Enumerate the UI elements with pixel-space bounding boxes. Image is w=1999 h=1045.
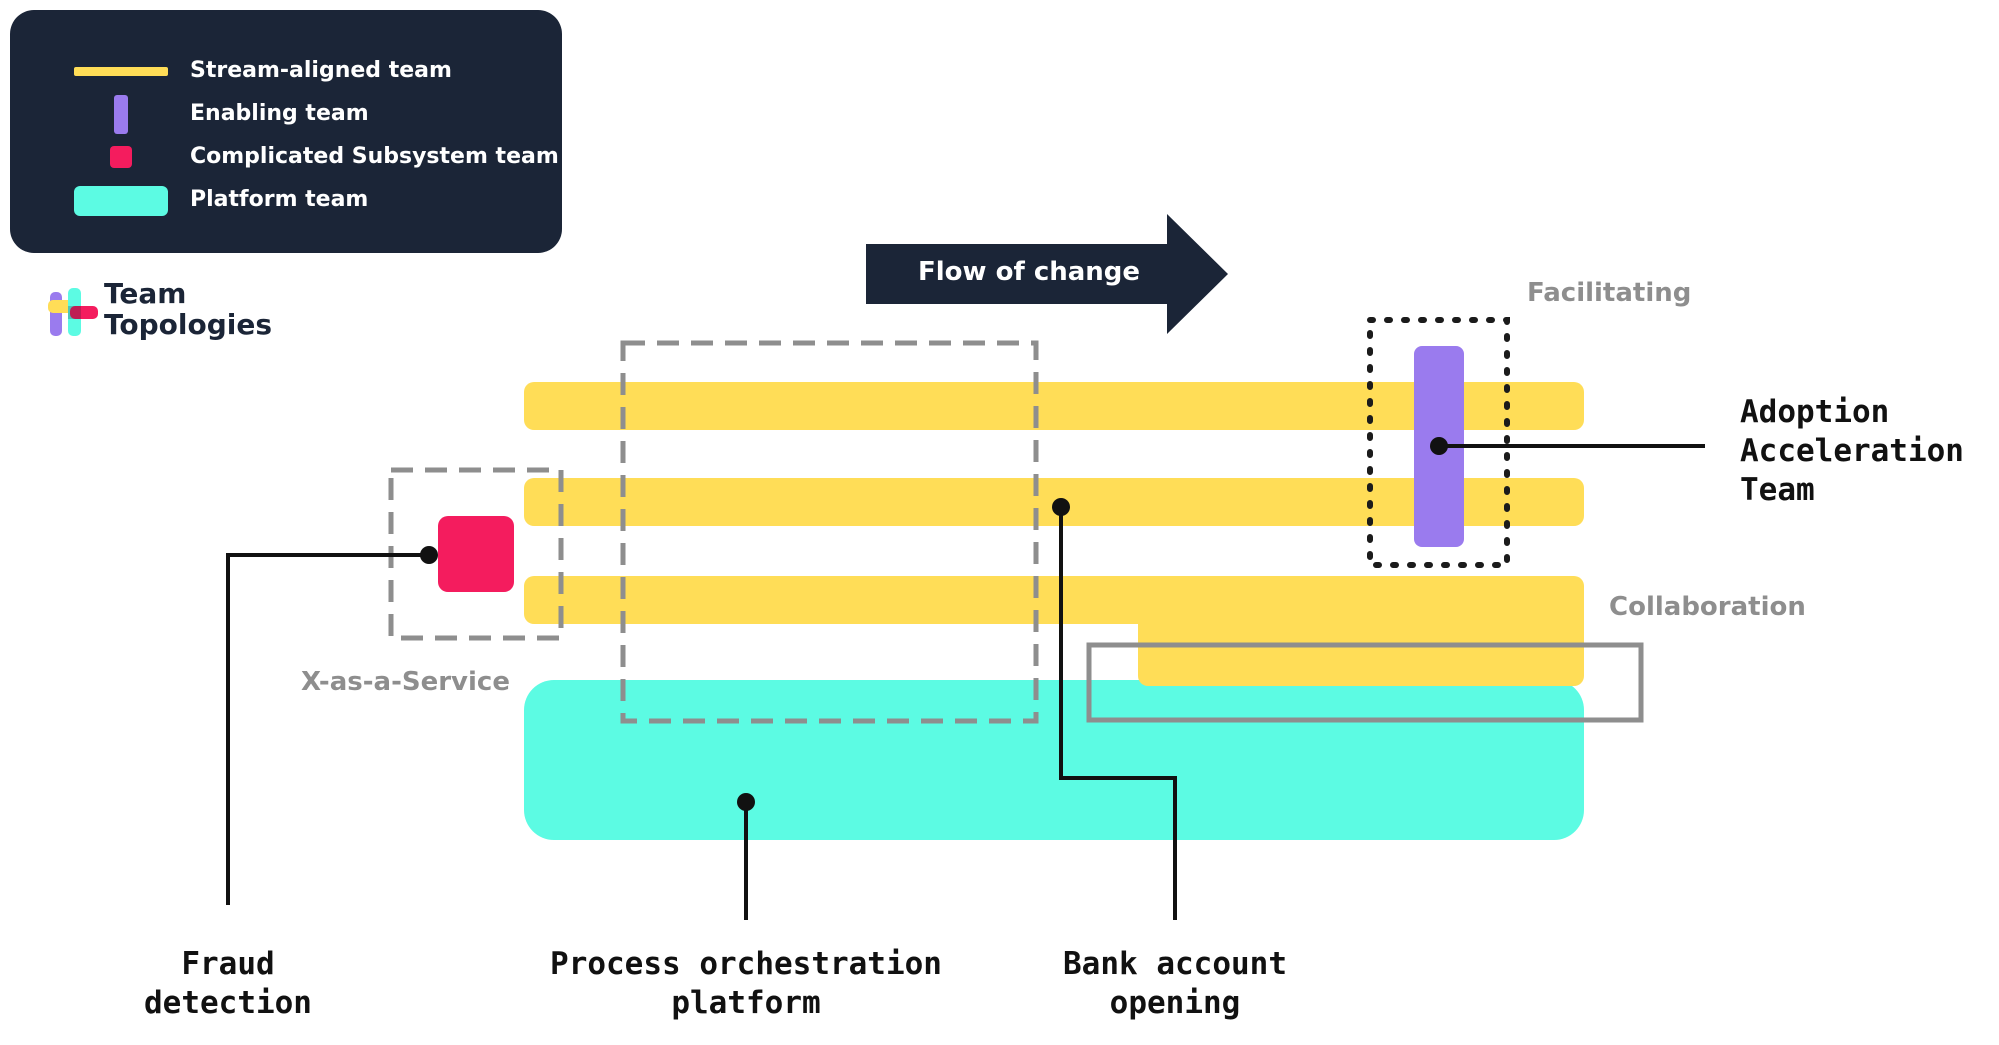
fraud-line-2: detection bbox=[144, 985, 312, 1021]
bank-account-dot bbox=[1052, 498, 1070, 516]
adoption-acceleration-team-label: Adoption Acceleration Team bbox=[1740, 393, 1964, 510]
collaboration-boundary bbox=[1086, 642, 1644, 723]
process-line-1: Process orchestration bbox=[550, 946, 942, 982]
platform-team-process-orchestration bbox=[524, 680, 1584, 840]
team-topologies-logo-icon bbox=[48, 288, 98, 336]
logo-line-1: Team bbox=[104, 277, 187, 310]
adoption-line-2: Acceleration bbox=[1740, 433, 1964, 469]
adoption-acceleration-dot bbox=[1430, 437, 1448, 455]
legend-label: Enabling team bbox=[190, 101, 369, 126]
team-topologies-logo: Team Topologies bbox=[48, 278, 288, 346]
stream-aligned-team-3-collaboration-extension bbox=[1138, 578, 1584, 686]
fraud-line-1: Fraud bbox=[181, 946, 275, 982]
stream-aligned-swatch-icon bbox=[74, 67, 168, 76]
adoption-line-3: Team bbox=[1740, 472, 1815, 508]
legend-item-enabling: Enabling team bbox=[62, 95, 532, 135]
facilitating-label: Facilitating bbox=[1527, 278, 1692, 308]
logo-text: Team Topologies bbox=[104, 278, 272, 340]
adoption-line-1: Adoption bbox=[1740, 394, 1890, 430]
flow-of-change-label: Flow of change bbox=[918, 257, 1141, 287]
bank-line-2: opening bbox=[1109, 985, 1241, 1021]
complicated-subsystem-team-fraud-detection bbox=[438, 516, 514, 592]
bank-line-1: Bank account bbox=[1063, 946, 1287, 982]
fraud-detection-dot bbox=[420, 546, 438, 564]
logo-line-2: Topologies bbox=[104, 308, 273, 341]
process-orchestration-dot bbox=[737, 793, 755, 811]
legend-item-complicated-subsystem: Complicated Subsystem team bbox=[62, 138, 559, 178]
bank-account-opening-label: Bank account opening bbox=[1040, 945, 1310, 1023]
complicated-subsystem-swatch-icon bbox=[110, 146, 132, 168]
xaas-label: X-as-a-Service bbox=[301, 667, 510, 697]
bank-account-connector bbox=[1059, 507, 1177, 920]
fraud-detection-connector bbox=[226, 553, 429, 905]
stream-aligned-team-1 bbox=[524, 382, 1584, 430]
legend-label: Platform team bbox=[190, 187, 369, 212]
platform-swatch-icon bbox=[74, 186, 168, 216]
legend-label: Complicated Subsystem team bbox=[190, 144, 559, 169]
platform-grouping-boundary bbox=[620, 340, 1039, 724]
facilitating-boundary bbox=[1367, 317, 1510, 568]
legend-label: Stream-aligned team bbox=[190, 58, 452, 83]
enabling-swatch-icon bbox=[114, 95, 128, 134]
process-orchestration-label: Process orchestration platform bbox=[536, 945, 956, 1023]
process-line-2: platform bbox=[671, 985, 821, 1021]
collaboration-label: Collaboration bbox=[1609, 592, 1806, 622]
legend: Stream-aligned team Enabling team Compli… bbox=[10, 10, 562, 253]
legend-item-stream-aligned: Stream-aligned team bbox=[62, 52, 532, 92]
fraud-detection-label: Fraud detection bbox=[128, 945, 328, 1023]
legend-item-platform: Platform team bbox=[62, 181, 532, 221]
